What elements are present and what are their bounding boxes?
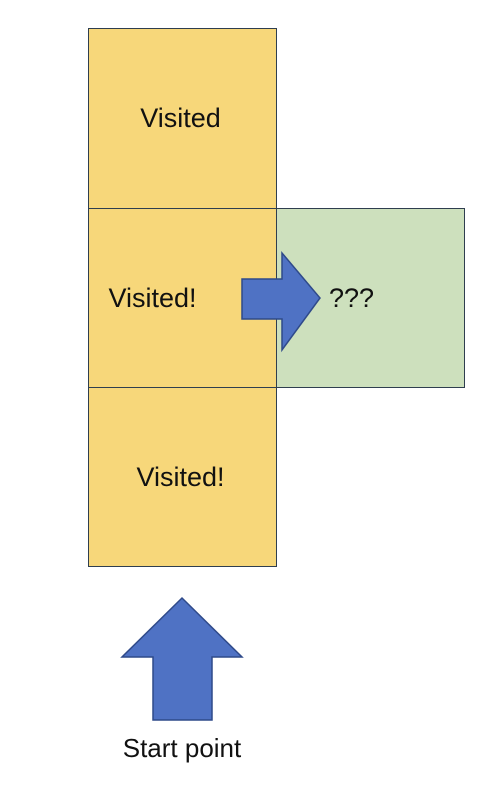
visited-cell-middle: Visited!	[88, 208, 277, 388]
visited-cell-bottom-label: Visited!	[136, 461, 225, 492]
visited-cell-top: Visited	[88, 28, 277, 209]
unknown-cell: ???	[276, 208, 465, 388]
unknown-cell-label: ???	[328, 282, 375, 313]
visited-cell-top-label: Visited	[140, 103, 221, 133]
up-arrow-icon	[120, 596, 244, 721]
start-point-label: Start point	[122, 733, 242, 763]
visited-cell-bottom: Visited!	[88, 387, 277, 567]
visited-cell-middle-label: Visited!	[108, 282, 197, 313]
